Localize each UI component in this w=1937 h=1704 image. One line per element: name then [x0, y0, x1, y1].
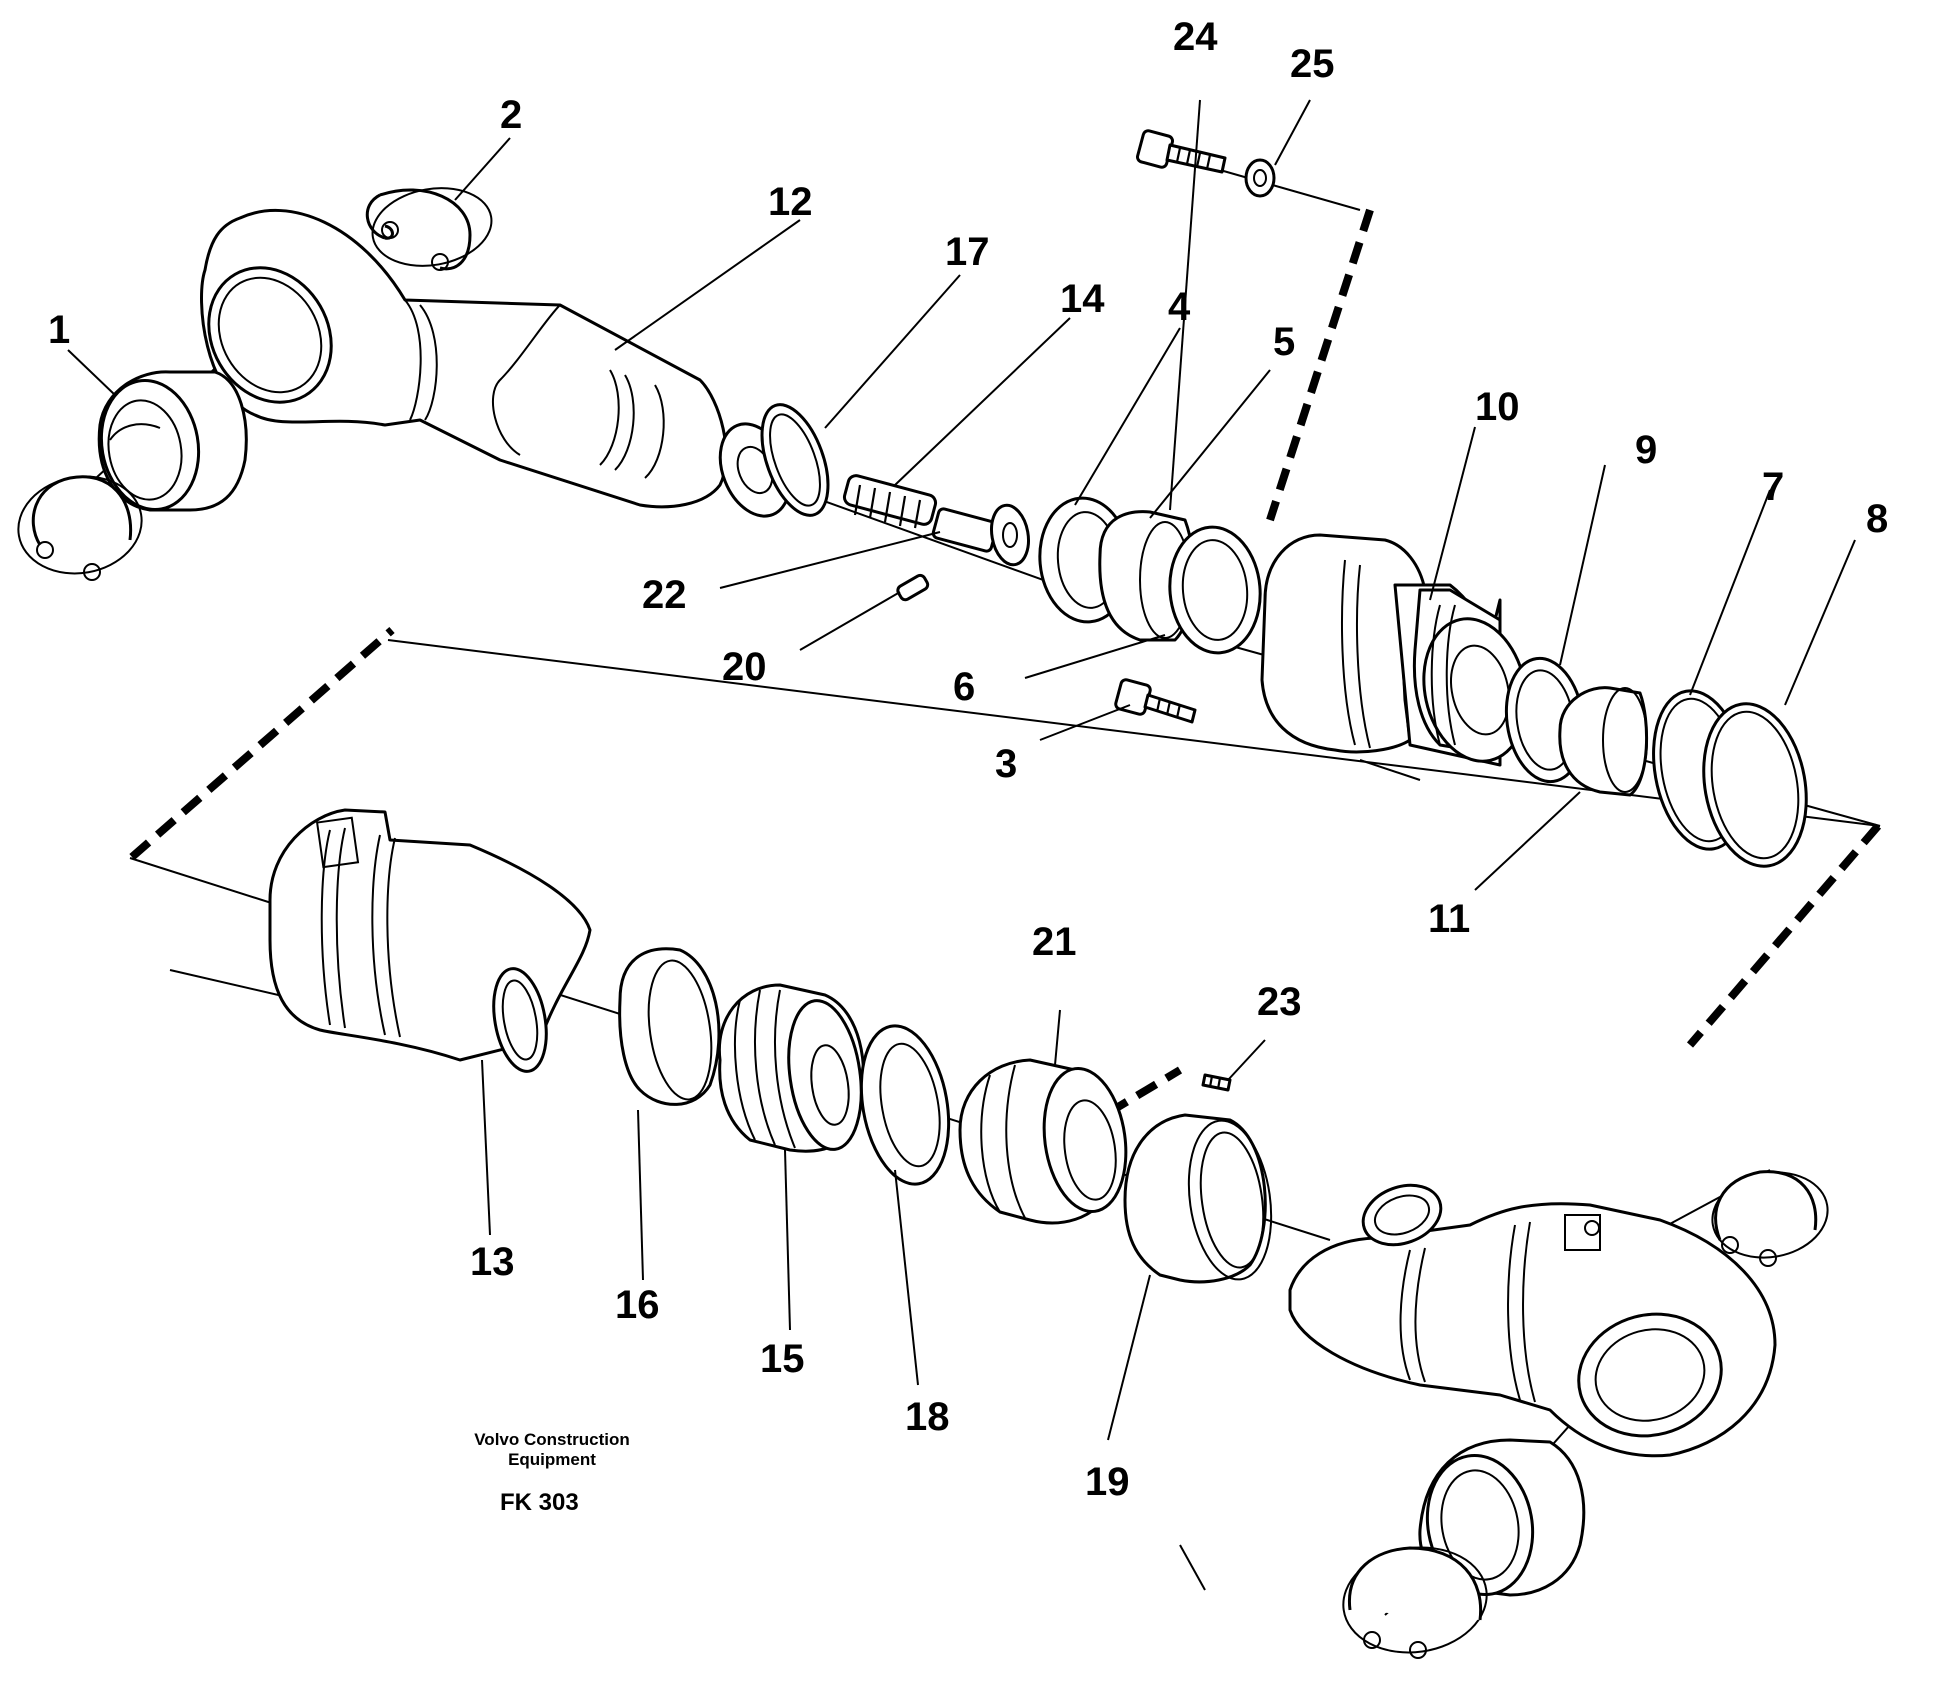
label-5: 5 [1273, 320, 1295, 364]
part-2-circlip [365, 187, 493, 271]
part-8-ring [1702, 702, 1808, 868]
part-14-spring [842, 474, 938, 529]
part-21-nut [958, 1058, 1128, 1225]
part-11-guide-ring [1558, 686, 1648, 797]
part-22-valve [931, 503, 1030, 567]
label-8: 8 [1866, 497, 1888, 541]
part-20-pin [896, 573, 930, 602]
part-10-cylinder-head [1260, 533, 1528, 767]
label-1: 1 [48, 308, 70, 352]
label-4: 4 [1168, 285, 1191, 329]
part-labels: 1 2 3 4 5 6 7 8 9 10 11 12 13 14 15 16 1… [48, 15, 1888, 1504]
figure-caption: Volvo Construction Equipment FK 303 [474, 1430, 630, 1516]
caption-company-line1: Volvo Construction [474, 1430, 630, 1449]
label-6: 6 [953, 665, 975, 709]
label-13: 13 [470, 1240, 515, 1284]
part-17-o-ring [760, 403, 830, 517]
lower-circlip-bottom [1342, 1546, 1488, 1659]
part-15-piston [717, 983, 866, 1153]
label-24: 24 [1173, 15, 1218, 59]
part-18-ring [859, 1024, 951, 1186]
label-20: 20 [722, 645, 767, 689]
label-12: 12 [768, 180, 813, 224]
leader-lines [67, 99, 1856, 1591]
lower-circlip-right [1711, 1170, 1829, 1267]
label-16: 16 [615, 1283, 660, 1327]
part-13-cylinder-barrel [268, 808, 592, 1073]
label-21: 21 [1032, 920, 1077, 964]
label-2: 2 [500, 93, 522, 137]
label-11: 11 [1428, 897, 1470, 941]
part-1-bushing [97, 370, 248, 512]
caption-company-line2: Equipment [508, 1450, 596, 1469]
part-3-bolt [1114, 678, 1197, 724]
label-25: 25 [1290, 42, 1335, 86]
part-16-seal-ring [618, 947, 721, 1106]
label-23: 23 [1257, 980, 1302, 1024]
part-23-screw [1201, 1073, 1232, 1092]
label-3: 3 [995, 742, 1017, 786]
dashed-connectors [129, 208, 1882, 1117]
label-19: 19 [1085, 1460, 1130, 1504]
part-12-piston-rod [200, 208, 792, 518]
part-24-bolt [1135, 129, 1227, 174]
part-19-sleeve [1123, 1113, 1273, 1284]
lower-cylinder-eye [1288, 1183, 1777, 1458]
label-9: 9 [1635, 428, 1657, 472]
label-10: 10 [1475, 385, 1520, 429]
label-22: 22 [642, 573, 687, 617]
part-1-circlip [17, 475, 143, 581]
caption-figure-code: FK 303 [500, 1489, 579, 1516]
label-17: 17 [945, 230, 990, 274]
label-14: 14 [1060, 277, 1105, 321]
part-25-washer [1244, 158, 1276, 198]
label-18: 18 [905, 1395, 950, 1439]
label-15: 15 [760, 1337, 805, 1381]
part-6-seal-ring [1168, 525, 1262, 655]
label-7: 7 [1762, 465, 1784, 509]
